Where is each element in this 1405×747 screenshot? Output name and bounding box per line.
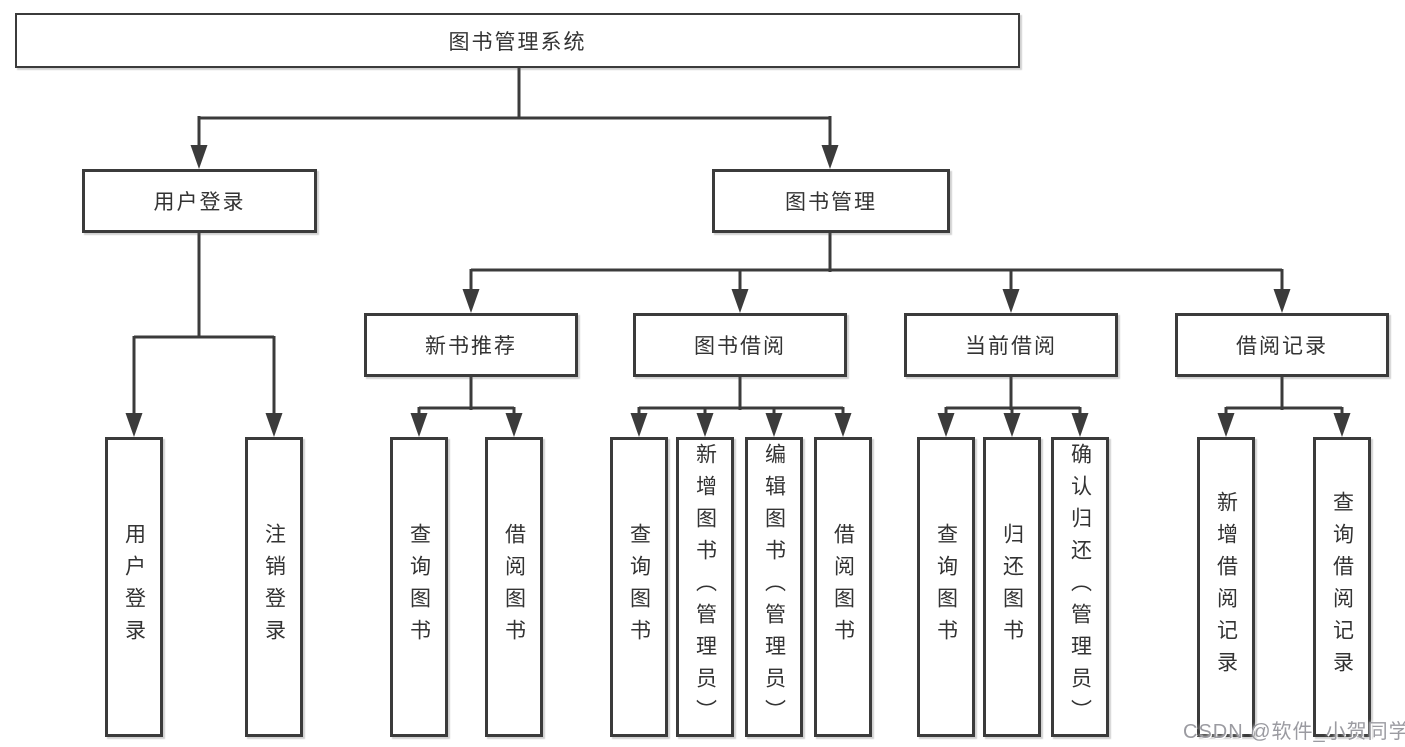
- node-label: 归还图书: [1000, 523, 1024, 651]
- node-leaf-borrow-books-borrowing: 借阅图书: [814, 437, 872, 737]
- node-leaf-query-books-recommend: 查询图书: [390, 437, 448, 737]
- csdn-watermark: CSDN @软件_小贺同学: [1183, 721, 1405, 743]
- node-label: 查询图书: [627, 523, 651, 651]
- node-leaf-add-book-admin: 新增图书（管理员）: [676, 437, 734, 737]
- node-borrowing-records: 借阅记录: [1175, 313, 1389, 377]
- node-leaf-borrow-books-recommend: 借阅图书: [485, 437, 543, 737]
- arrowhead-icons: [125, 145, 1351, 437]
- node-label: 借阅记录: [1236, 335, 1328, 358]
- node-user-login: 用户登录: [82, 169, 317, 233]
- node-leaf-logout: 注销登录: [245, 437, 303, 737]
- node-leaf-query-books-current: 查询图书: [917, 437, 975, 737]
- node-label: 借阅图书: [502, 523, 526, 651]
- node-leaf-add-borrow-record: 新增借阅记录: [1197, 437, 1255, 737]
- node-label: 编辑图书（管理员）: [762, 443, 786, 731]
- node-new-book-recommend: 新书推荐: [364, 313, 578, 377]
- node-leaf-edit-book-admin: 编辑图书（管理员）: [745, 437, 803, 737]
- node-label: 新增借阅记录: [1214, 491, 1238, 683]
- node-label: 图书管理: [785, 191, 877, 214]
- node-label: 图书借阅: [694, 335, 786, 358]
- node-label: 查询借阅记录: [1330, 491, 1354, 683]
- node-label: 当前借阅: [965, 335, 1057, 358]
- node-leaf-return-book: 归还图书: [983, 437, 1041, 737]
- node-label: 图书管理系统: [448, 30, 587, 54]
- node-library-system: 图书管理系统: [15, 13, 1020, 68]
- node-label: 新书推荐: [425, 335, 517, 358]
- node-label: 借阅图书: [831, 523, 855, 651]
- node-label: 用户登录: [153, 191, 246, 214]
- node-label: 注销登录: [262, 523, 286, 651]
- node-leaf-query-books-borrowing: 查询图书: [610, 437, 668, 737]
- node-label: 用户登录: [122, 523, 146, 651]
- node-label: 查询图书: [934, 523, 958, 651]
- node-leaf-confirm-return-admin: 确认归还（管理员）: [1051, 437, 1109, 737]
- node-leaf-query-borrow-record: 查询借阅记录: [1313, 437, 1371, 737]
- node-leaf-user-login: 用户登录: [105, 437, 163, 737]
- node-label: 查询图书: [407, 523, 431, 651]
- node-book-borrowing: 图书借阅: [633, 313, 847, 377]
- node-current-borrowing: 当前借阅: [904, 313, 1118, 377]
- node-label: 新增图书（管理员）: [693, 443, 717, 731]
- node-book-management: 图书管理: [712, 169, 950, 233]
- node-label: 确认归还（管理员）: [1068, 443, 1092, 731]
